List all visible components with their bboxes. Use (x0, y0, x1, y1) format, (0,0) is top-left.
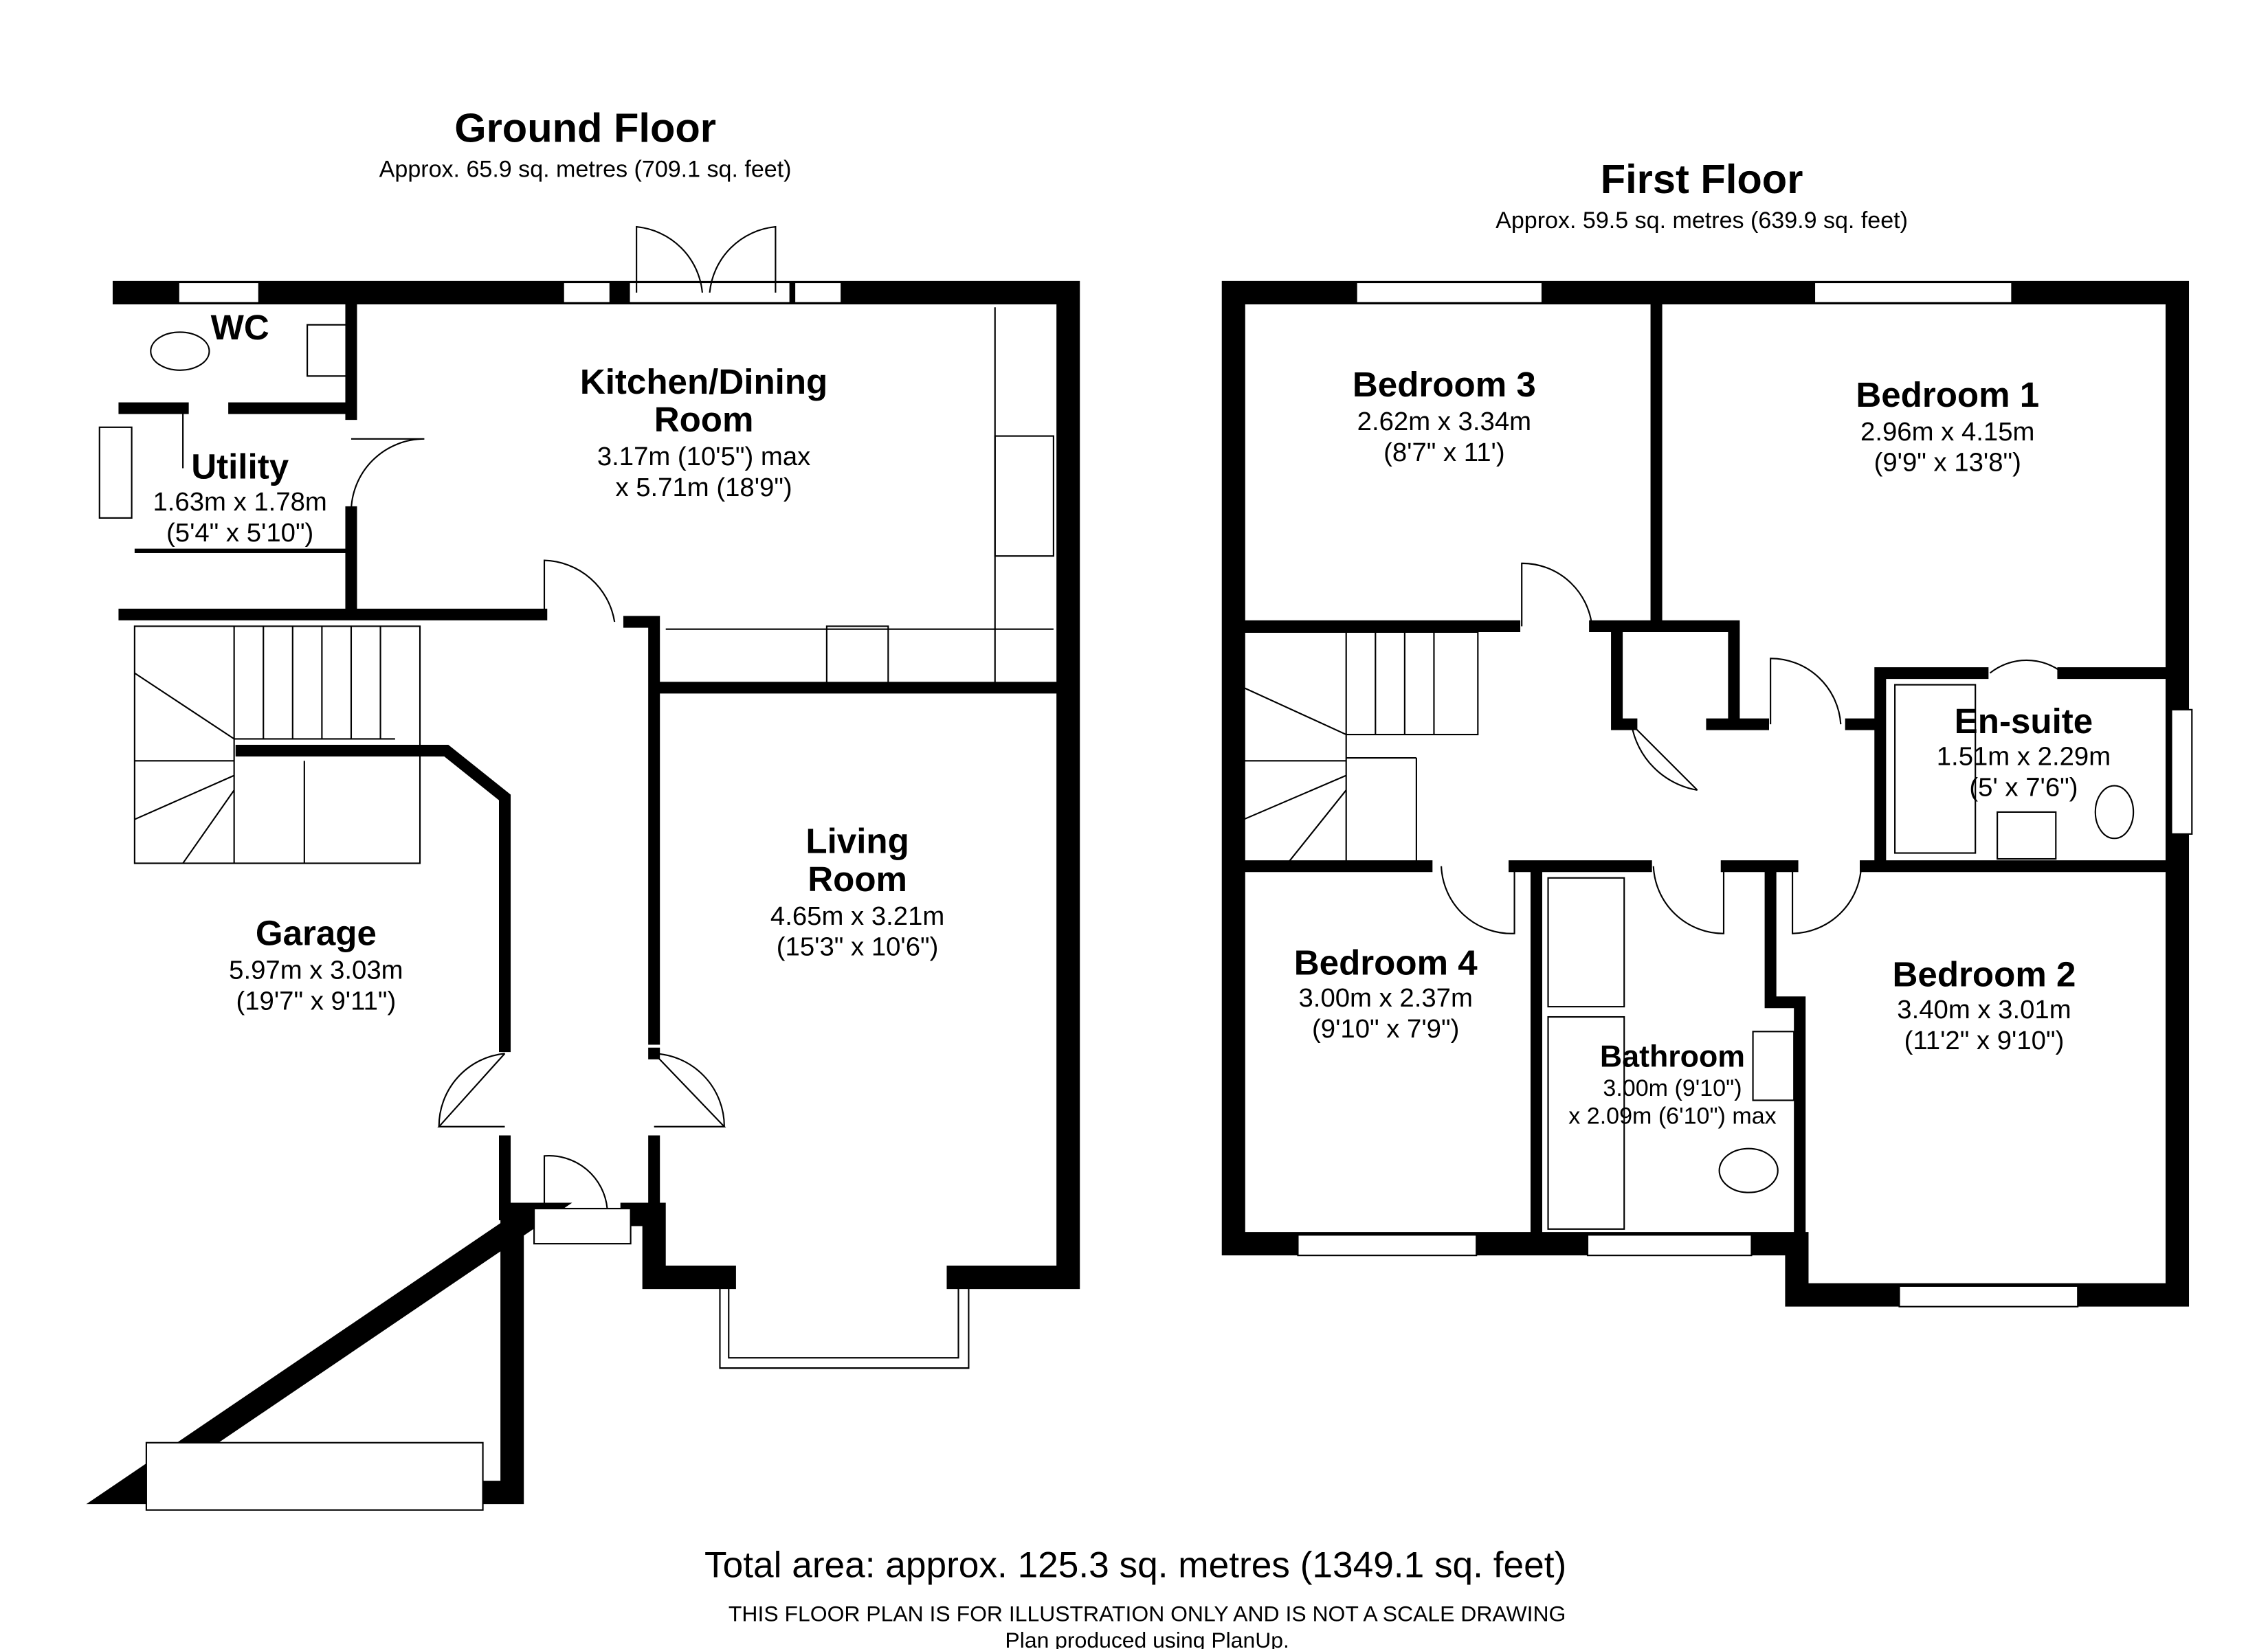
room-dim-bedroom4: 3.00m x 2.37m (1298, 983, 1472, 1013)
room-dim-bathroom-2: x 2.09m (6'10") max (1568, 1103, 1776, 1129)
room-name-bedroom2: Bedroom 2 (1893, 954, 2076, 994)
ensuite-door (1989, 659, 2064, 674)
ensuite-shower (1894, 684, 1977, 854)
room-dim-bathroom: 3.00m (9'10") (1603, 1075, 1742, 1101)
room-dim-imperial-garage: (19'7" x 9'11") (236, 986, 396, 1016)
room-dim-kitchen: 3.17m (10'5") max (597, 442, 810, 471)
patio-door (636, 225, 777, 293)
front-door-frame (533, 1207, 632, 1245)
room-name-ensuite: En-suite (1955, 702, 2093, 741)
room-name-living-2: Room (808, 860, 907, 899)
double-door (437, 1053, 726, 1128)
ensuite-toilet (2094, 785, 2135, 840)
bathroom-shower (1547, 877, 1625, 1008)
utility-counter (134, 548, 347, 553)
bathroom-door (1652, 866, 1725, 934)
window (562, 281, 611, 304)
ground-interior-walls (118, 287, 1060, 1221)
credit: Plan produced using PlanUp. (1005, 1628, 1289, 1649)
window (1355, 281, 1544, 304)
bay-window (719, 1288, 970, 1369)
bedroom2-door (1792, 866, 1863, 934)
room-name-bedroom3: Bedroom 3 (1353, 365, 1536, 404)
room-dim-imperial-utility: (5'4" x 5'10") (166, 518, 313, 548)
room-dim-imperial-bedroom4: (9'10" x 7'9") (1312, 1014, 1459, 1044)
window (177, 281, 260, 304)
room-dim-bedroom1: 2.96m x 4.15m (1860, 417, 2034, 447)
bathroom-basin (1752, 1031, 1795, 1101)
room-dim-imperial-living: (15'3" x 10'6") (777, 932, 939, 962)
first-floor-plan: First Floor Approx. 59.5 sq. metres (639… (1221, 156, 2193, 1308)
room-dim-imperial-bedroom1: (9'9" x 13'8") (1874, 448, 2021, 478)
room-dim-bedroom3: 2.62m x 3.34m (1357, 407, 1531, 436)
room-name-kitchen-2: Room (654, 400, 754, 439)
window (1297, 1234, 1478, 1257)
stairs (133, 625, 421, 864)
cupboard-door (1630, 723, 1698, 792)
window (1813, 281, 2013, 304)
kitchen-counters (665, 307, 1054, 688)
room-name-bathroom: Bathroom (1600, 1040, 1745, 1073)
room-name-utility: Utility (191, 447, 289, 486)
room-name-living: Living (805, 822, 909, 861)
room-dim-ensuite: 1.51m x 2.29m (1937, 742, 2111, 772)
stairs (1243, 631, 1479, 864)
total-area: Total area: approx. 125.3 sq. metres (13… (704, 1545, 1566, 1586)
room-dim-bedroom2: 3.40m x 3.01m (1897, 995, 2071, 1024)
front-door (543, 1155, 608, 1209)
window (2170, 708, 2193, 835)
ground-floor-plan: Ground Floor Approx. 65.9 sq. metres (70… (86, 105, 1080, 1511)
window (1586, 1234, 1753, 1257)
room-name-wc: WC (211, 308, 269, 347)
room-dim-garage: 5.97m x 3.03m (229, 956, 403, 985)
bedroom1-door (1770, 658, 1842, 725)
room-dim-imperial-bedroom2: (11'2" x 9'10") (1904, 1026, 2065, 1055)
room-dim-imperial-bedroom3: (8'7" x 11') (1383, 438, 1505, 467)
bath (1547, 1016, 1625, 1230)
room-dim-utility: 1.63m x 1.78m (153, 487, 326, 517)
bedroom4-door (1441, 866, 1515, 934)
room-name-bedroom1: Bedroom 1 (1856, 375, 2039, 414)
disclaimer: THIS FLOOR PLAN IS FOR ILLUSTRATION ONLY… (729, 1602, 1566, 1626)
wc-basin (307, 324, 348, 377)
kitchen-sink (994, 435, 1054, 557)
first-floor-title: First Floor (1601, 156, 1803, 202)
window (1898, 1285, 2079, 1308)
room-name-kitchen: Kitchen/Dining (580, 362, 827, 401)
ensuite-basin (1997, 811, 2057, 860)
room-name-bedroom4: Bedroom 4 (1294, 943, 1478, 982)
room-dim-imperial-ensuite: (5' x 7'6") (1969, 772, 2078, 802)
first-floor-area: Approx. 59.5 sq. metres (639.9 sq. feet) (1496, 207, 1908, 234)
toilet (150, 331, 210, 371)
bathroom-toilet (1718, 1147, 1779, 1193)
window (794, 281, 843, 304)
utility-door (350, 438, 425, 513)
bedroom3-door (1521, 562, 1593, 627)
patio-door-opening (628, 281, 791, 304)
utility-door-frame (98, 426, 133, 519)
room-dim-living: 4.65m x 3.21m (770, 901, 944, 931)
hob (825, 625, 889, 688)
first-interior-walls (1238, 287, 2179, 1250)
ground-floor-title: Ground Floor (454, 105, 716, 151)
ground-floor-area: Approx. 65.9 sq. metres (709.1 sq. feet) (379, 157, 792, 183)
door (182, 408, 616, 622)
garage-door (145, 1442, 484, 1511)
room-dim-kitchen-2: x 5.71m (18'9") (615, 473, 792, 502)
room-name-garage: Garage (256, 914, 377, 953)
